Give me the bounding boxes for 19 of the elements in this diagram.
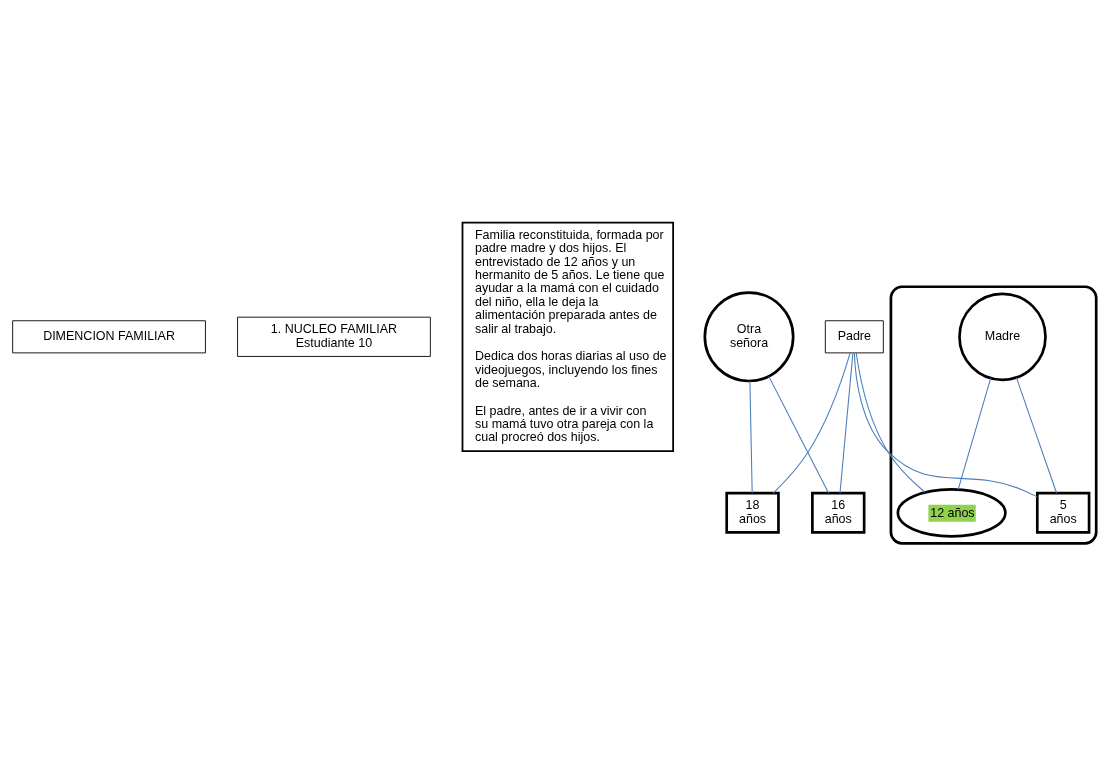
connector xyxy=(768,375,830,493)
node-box: 5 años xyxy=(1035,491,1091,534)
node-box: DIMENCION FAMILIAR xyxy=(12,319,206,353)
connector xyxy=(957,377,992,490)
connector xyxy=(839,352,854,494)
node-box: 18 años xyxy=(725,491,780,534)
node-circle: Madre xyxy=(958,292,1047,381)
cluster xyxy=(889,284,1098,545)
connector xyxy=(749,379,753,494)
node-box: 16 años xyxy=(811,491,866,534)
connector xyxy=(855,352,926,493)
node-box: Familia reconstituida, formada por padre madre y dos hijos. El entrevistado de 12 años y un hermanito de 5 años. Le tiene que ayudar a la mamá con el cuidado del niño, ella le deja la alimentación preparada antes de salir al trabajo. Dedica dos horas diarias al uso de videojuegos, incluyendo los fines de semana. El padre, antes de ir a vivir con su mamá tuvo otra pareja con la cual procreó dos hijos. xyxy=(461,221,675,452)
node-circle: Otra señora xyxy=(703,290,795,382)
node-box: 1. NUCLEO FAMILIAR Estudiante 10 xyxy=(237,316,431,357)
node-ellipse: 12 años xyxy=(896,487,1007,538)
connector xyxy=(772,352,851,494)
node-box: Padre xyxy=(824,319,884,353)
connector xyxy=(1015,376,1058,494)
connector xyxy=(853,352,1038,497)
